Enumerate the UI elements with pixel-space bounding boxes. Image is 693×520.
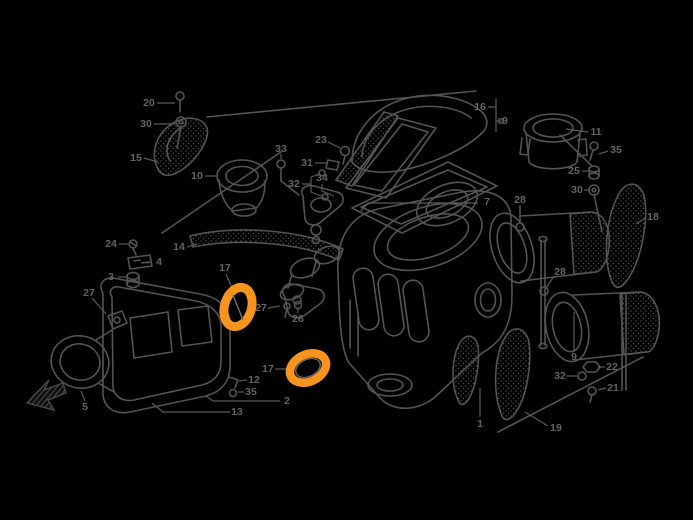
part-label-30[interactable]: 30	[571, 184, 583, 196]
part-label-32[interactable]: 32	[288, 178, 300, 190]
highlight-ring-part-17[interactable]	[285, 348, 331, 389]
highlight-overlay-art	[232, 294, 321, 379]
part-label-28[interactable]: 28	[554, 266, 566, 278]
part-label-27[interactable]: 27	[255, 302, 267, 314]
highlighted-parts	[219, 282, 331, 389]
part-label-26[interactable]: 26	[292, 313, 304, 325]
part-label-10[interactable]: 10	[191, 170, 203, 182]
part-label-15[interactable]: 15	[130, 152, 142, 164]
part-label-9[interactable]: 9	[502, 115, 508, 127]
part-label-4[interactable]: 4	[156, 256, 162, 268]
part-label-13[interactable]: 13	[231, 406, 243, 418]
part-label-23[interactable]: 23	[315, 134, 327, 146]
part-label-24[interactable]: 24	[105, 238, 117, 250]
part-label-32[interactable]: 32	[554, 370, 566, 382]
part-label-17[interactable]: 17	[262, 363, 274, 375]
part-label-17[interactable]: 17	[219, 262, 231, 274]
part-label-19[interactable]: 19	[550, 422, 562, 434]
part-label-21[interactable]: 21	[607, 382, 619, 394]
part-label-12[interactable]: 12	[248, 374, 260, 386]
part-label-14[interactable]: 14	[173, 241, 185, 253]
part-label-28[interactable]: 28	[514, 194, 526, 206]
part-label-33[interactable]: 33	[275, 143, 287, 155]
part-label-22[interactable]: 22	[606, 361, 618, 373]
part-label-20[interactable]: 20	[143, 97, 155, 109]
part-label-11[interactable]: 11	[590, 126, 601, 138]
part-label-34[interactable]: 34	[316, 172, 328, 184]
leader-lines	[80, 98, 646, 427]
part-label-18[interactable]: 18	[647, 211, 659, 223]
part-label-30[interactable]: 30	[140, 118, 152, 130]
part-label-9[interactable]: 9	[571, 351, 577, 363]
part-label-35[interactable]: 35	[610, 144, 622, 156]
part-label-27[interactable]: 27	[83, 287, 95, 299]
part-label-5[interactable]: 5	[82, 401, 88, 413]
part-label-3[interactable]: 3	[108, 271, 114, 283]
part-label-25[interactable]: 25	[568, 165, 580, 177]
part-label-35[interactable]: 35	[245, 386, 257, 398]
highlight-ring-part-17[interactable]	[219, 282, 257, 332]
front-direction-arrow-icon	[25, 379, 67, 412]
part-label-2[interactable]: 2	[284, 395, 290, 407]
part-label-31[interactable]: 31	[301, 157, 313, 169]
part-label-1[interactable]: 1	[477, 418, 483, 430]
part-label-16[interactable]: 16	[474, 101, 486, 113]
diagram-line-art	[50, 90, 661, 433]
part-label-7[interactable]: 7	[484, 196, 490, 208]
